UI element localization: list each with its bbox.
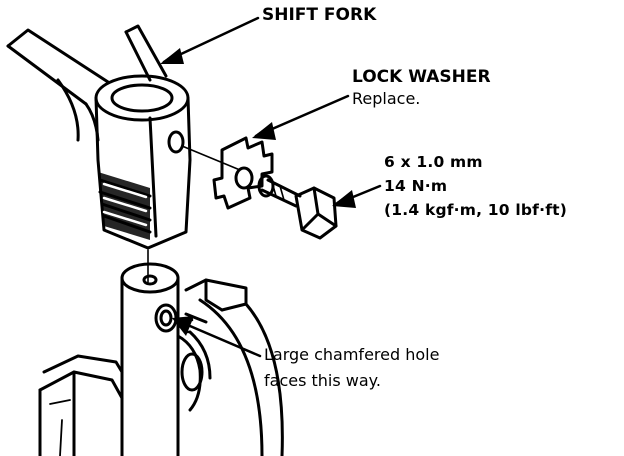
bolt [257,174,338,240]
label-lock-washer-note: Replace. [352,89,421,108]
label-bolt-size: 6 x 1.0 mm [384,153,483,171]
arrowheads [160,48,356,336]
transmission-case [38,278,284,456]
label-lock-washer: LOCK WASHER [352,67,491,87]
lock-washer [212,136,274,210]
shift-shaft [120,262,180,456]
label-chamfer-note-line2: faces this way. [264,371,381,390]
label-bolt-torque-nm: 14 N·m [384,177,448,195]
label-chamfer-note-line1: Large chamfered hole [264,345,440,364]
shift-fork [6,24,192,250]
label-bolt-torque-alt: (1.4 kgf·m, 10 lbf·ft) [384,201,568,219]
alignment-line-washer [181,145,241,171]
label-shift-fork: SHIFT FORK [262,5,377,25]
